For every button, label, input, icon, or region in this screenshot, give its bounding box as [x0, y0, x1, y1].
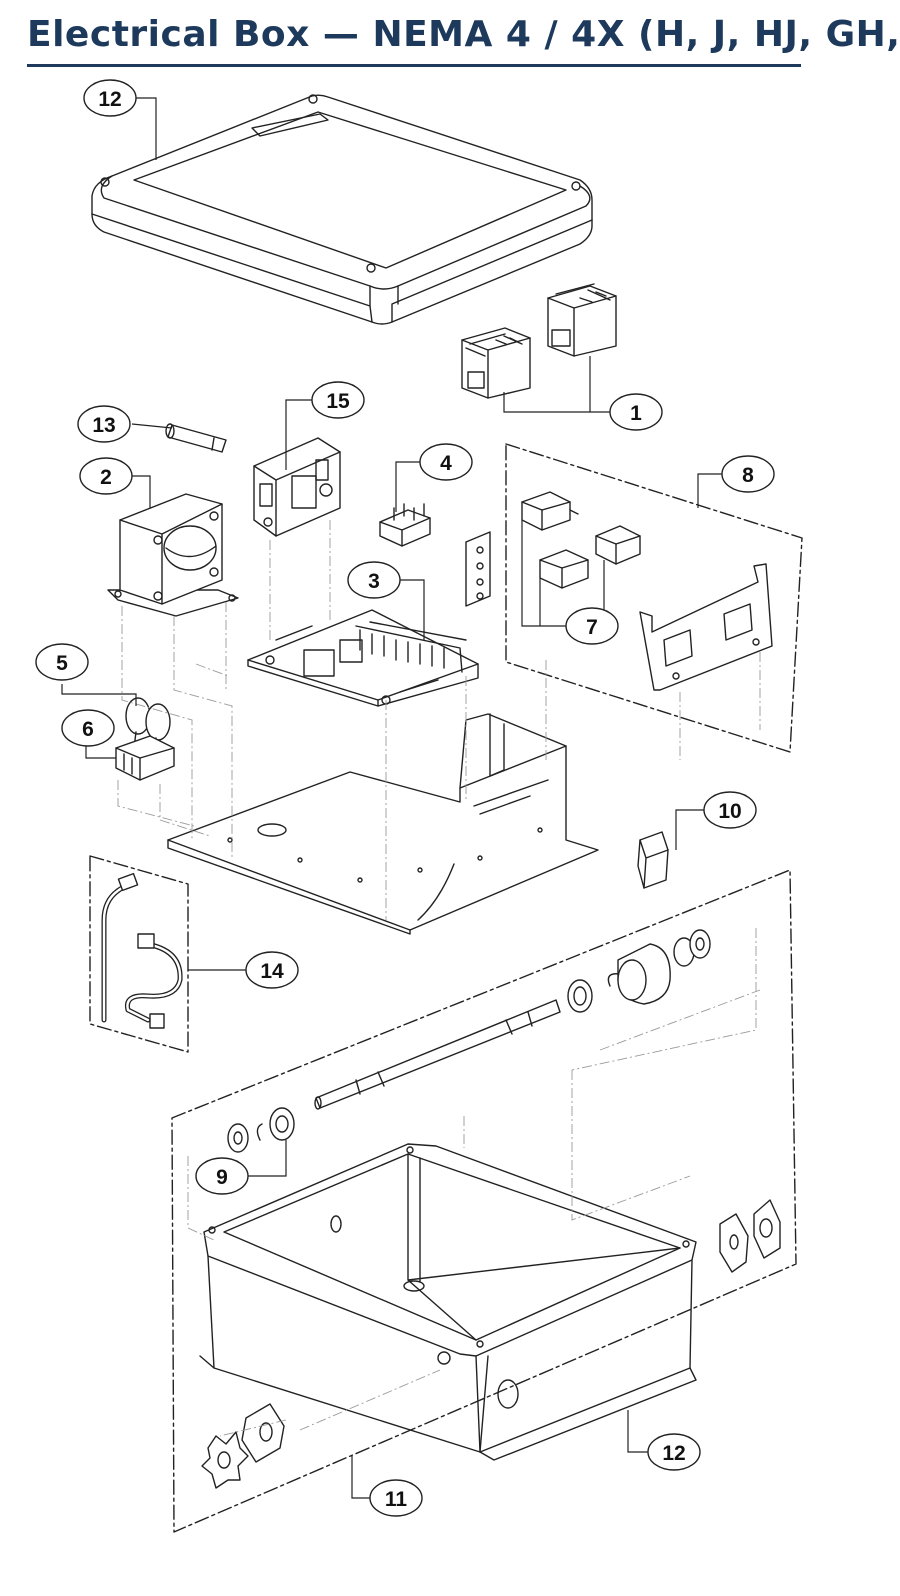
- callout-13: 13: [77, 405, 131, 443]
- switch-bracket-part-8: [639, 563, 773, 691]
- page-title: Electrical Box — NEMA 4 / 4X (H, J, HJ, …: [27, 14, 900, 55]
- flange-part-11: [201, 1403, 285, 1489]
- svg-text:5: 5: [56, 652, 68, 675]
- svg-text:12: 12: [662, 1442, 685, 1465]
- svg-text:15: 15: [326, 390, 350, 413]
- main-pcb-part-3: [247, 609, 479, 707]
- callout-4: 4: [419, 443, 473, 481]
- fuse-part-13: [165, 423, 227, 453]
- callout-9: 9: [195, 1157, 249, 1195]
- transformer-part-2: [107, 493, 239, 617]
- svg-text:14: 14: [260, 960, 284, 983]
- callout-3: 3: [347, 561, 401, 599]
- rectifier-part-4: [379, 503, 431, 547]
- callout-5: 5: [35, 643, 89, 681]
- svg-text:9: 9: [216, 1166, 228, 1189]
- callout-12-lid: 12: [83, 79, 137, 117]
- drive-shaft: [314, 999, 561, 1110]
- callout-12-base: 12: [647, 1433, 701, 1471]
- svg-text:4: 4: [440, 452, 452, 475]
- svg-text:10: 10: [718, 800, 741, 823]
- svg-text:8: 8: [742, 464, 754, 487]
- mounting-plate: [167, 713, 599, 935]
- svg-text:12: 12: [98, 88, 121, 111]
- title-underline: [27, 64, 801, 67]
- exploded-view-diagram: 12 1 15 13 2 4 8 3: [35, 79, 803, 1533]
- callout-15: 15: [311, 381, 365, 419]
- svg-text:1: 1: [630, 402, 642, 425]
- callout-7: 7: [565, 607, 619, 645]
- svg-text:2: 2: [100, 466, 112, 489]
- svg-text:13: 13: [92, 414, 115, 437]
- terminal-strip: [465, 531, 491, 607]
- enclosure-base: [199, 1143, 697, 1461]
- callout-balloons: 12 1 15 13 2 4 8 3: [35, 79, 775, 1517]
- flange-right: [719, 1199, 781, 1273]
- callout-1: 1: [609, 393, 663, 431]
- alignment-lines: [117, 520, 761, 1437]
- callout-11: 11: [369, 1479, 423, 1517]
- drive-sprocket-assembly: [567, 929, 711, 1013]
- enclosure-lid: [91, 94, 593, 325]
- switch-part-10: [637, 831, 669, 889]
- contactor-part-1: [461, 283, 617, 399]
- bearing-part-9: [227, 1107, 295, 1153]
- callout-8: 8: [721, 455, 775, 493]
- svg-text:11: 11: [385, 1488, 408, 1511]
- svg-text:7: 7: [586, 616, 598, 639]
- callout-6: 6: [61, 709, 115, 747]
- drive-group-boundary: [171, 869, 797, 1533]
- callout-2: 2: [79, 457, 133, 495]
- svg-text:3: 3: [368, 570, 380, 593]
- limit-switch-part-7: [521, 491, 641, 589]
- wire-part-14: [101, 872, 183, 1029]
- fuse-holder-part-5: [125, 697, 171, 753]
- group-14-boundary: [89, 855, 189, 1053]
- svg-text:6: 6: [82, 718, 94, 741]
- terminal-block-part-6: [115, 735, 175, 781]
- callout-10: 10: [703, 791, 757, 829]
- group-8-boundary: [505, 443, 803, 753]
- relay-board-part-15: [253, 437, 341, 537]
- callout-14: 14: [245, 951, 299, 989]
